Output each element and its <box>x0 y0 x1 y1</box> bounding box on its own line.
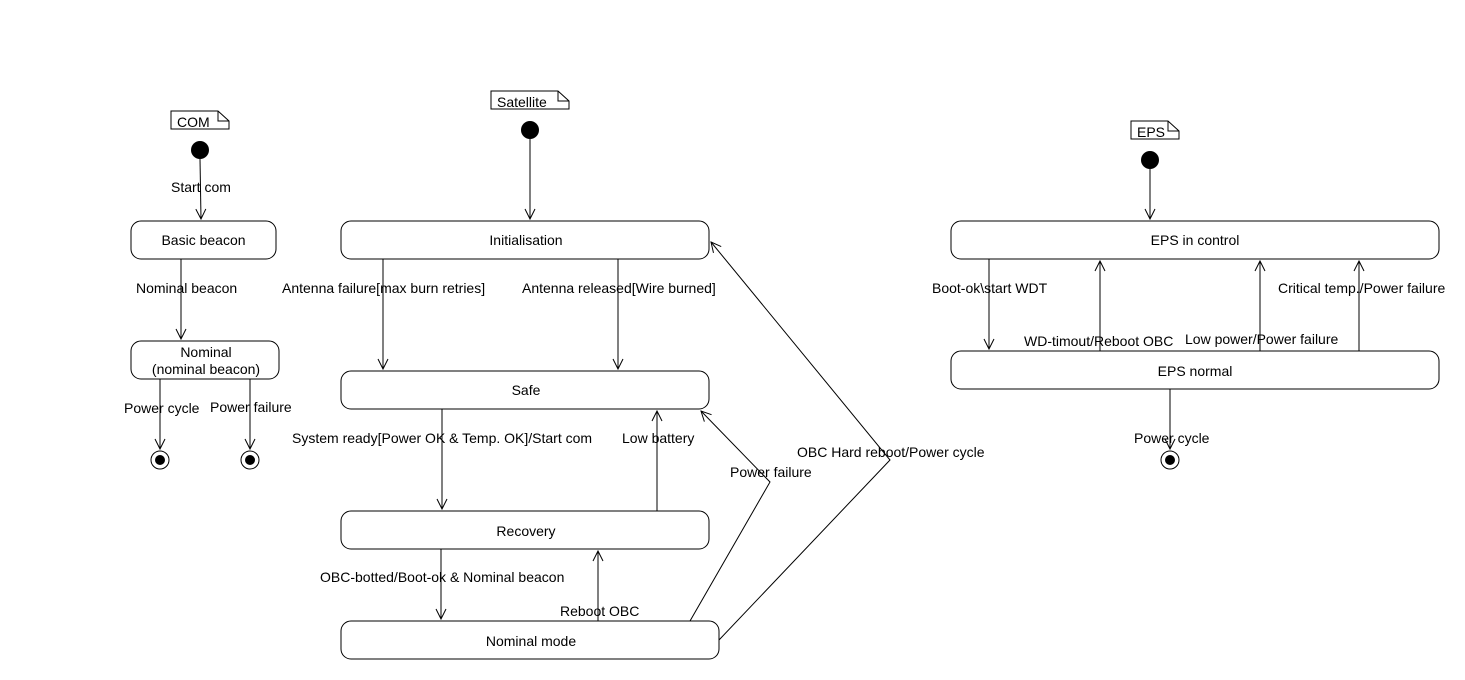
label-start-com: Start com <box>171 179 231 195</box>
label-nominal-beacon: Nominal beacon <box>136 280 237 296</box>
state-nominal-com: Nominal (nominal beacon) <box>130 340 280 380</box>
com-note-label: COM <box>177 114 210 130</box>
com-final-node-1 <box>150 450 170 470</box>
state-safe-label: Safe <box>512 382 541 398</box>
label-obc-hard-reboot: OBC Hard reboot/Power cycle <box>797 444 985 460</box>
com-initial-node <box>191 141 209 159</box>
com-final-node-2 <box>240 450 260 470</box>
eps-note: EPS <box>1130 120 1180 140</box>
label-system-ready: System ready[Power OK & Temp. OK]/Start … <box>292 430 592 446</box>
state-initialisation: Initialisation <box>340 220 710 260</box>
state-eps-normal-label: EPS normal <box>1158 363 1233 379</box>
state-basic-beacon-label: Basic beacon <box>161 232 245 248</box>
label-obc-booted: OBC-botted/Boot-ok & Nominal beacon <box>320 569 564 585</box>
edge-obc-hard-reboot <box>711 242 891 641</box>
edge-start-com <box>200 158 201 219</box>
state-basic-beacon: Basic beacon <box>130 220 277 260</box>
label-antenna-failure: Antenna failure[max burn retries] <box>282 280 485 296</box>
label-power-cycle-eps: Power cycle <box>1134 430 1210 446</box>
satellite-note: Satellite <box>490 90 570 110</box>
label-boot-ok: Boot-ok\start WDT <box>932 280 1048 296</box>
com-note: COM <box>170 110 230 130</box>
state-nominal-label-line1: Nominal <box>180 344 231 360</box>
eps-final-node <box>1160 450 1180 470</box>
state-safe: Safe <box>340 370 710 410</box>
label-power-failure-sat: Power failure <box>730 464 812 480</box>
label-critical-temp: Critical temp./Power failure <box>1278 280 1445 296</box>
state-eps-in-control: EPS in control <box>950 220 1440 260</box>
state-initialisation-label: Initialisation <box>489 232 562 248</box>
state-recovery: Recovery <box>340 510 710 550</box>
label-power-cycle-com: Power cycle <box>124 400 200 416</box>
state-eps-in-control-label: EPS in control <box>1151 232 1240 248</box>
eps-initial-node <box>1141 151 1159 169</box>
label-low-battery: Low battery <box>622 430 694 446</box>
eps-note-label: EPS <box>1137 124 1165 140</box>
label-reboot-obc: Reboot OBC <box>560 603 639 619</box>
satellite-note-label: Satellite <box>497 94 547 110</box>
label-antenna-released: Antenna released[Wire burned] <box>522 280 716 296</box>
label-low-power: Low power/Power failure <box>1185 331 1339 347</box>
edge-power-failure-sat <box>689 411 771 622</box>
state-nominal-mode: Nominal mode <box>340 620 720 660</box>
label-power-failure-com: Power failure <box>210 399 292 415</box>
state-nominal-mode-label: Nominal mode <box>486 633 576 649</box>
state-eps-normal: EPS normal <box>950 350 1440 390</box>
satellite-initial-node <box>521 121 539 139</box>
label-wd-timeout: WD-timout/Reboot OBC <box>1024 333 1173 349</box>
state-nominal-label-line2: (nominal beacon) <box>152 361 260 377</box>
state-recovery-label: Recovery <box>496 523 555 539</box>
